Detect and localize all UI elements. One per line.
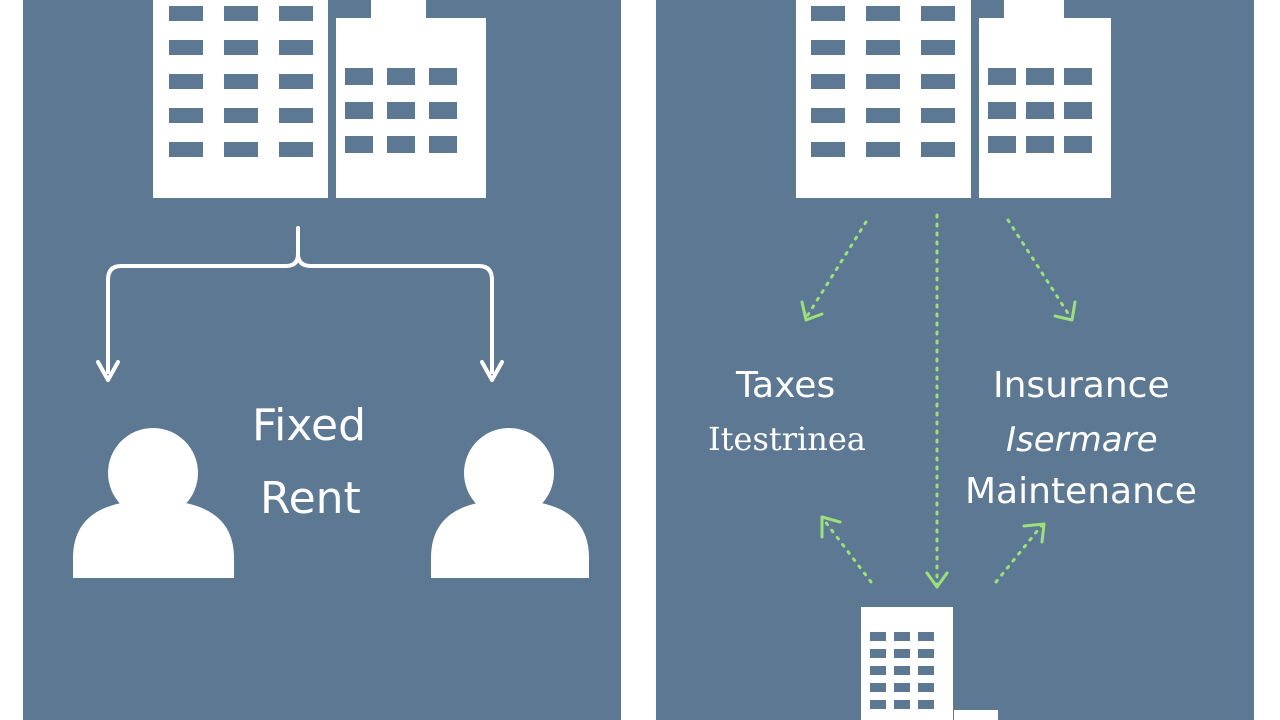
- building-window: [811, 6, 845, 21]
- building-window: [811, 108, 845, 123]
- left-panel-graphics: [73, 0, 589, 578]
- building-window: [894, 683, 910, 692]
- building-window: [387, 136, 415, 153]
- taxes-label: Taxes: [736, 365, 836, 406]
- person-icon: [431, 428, 589, 578]
- building-window: [921, 40, 955, 55]
- arrow-from-taxes: [822, 518, 873, 584]
- building-window: [918, 666, 934, 675]
- person-icon: [73, 428, 234, 578]
- building-window: [918, 700, 934, 709]
- taxes-sublabel: Itestrinea: [708, 420, 866, 458]
- arrow-to-insurance: [1006, 218, 1073, 320]
- fixed-label: Fixed: [252, 400, 367, 451]
- arrow-heads: [800, 300, 1077, 589]
- right-panel-graphics: [796, 0, 1111, 720]
- building-window: [279, 142, 313, 157]
- building-window: [894, 666, 910, 675]
- building-window: [866, 40, 900, 55]
- building-window: [918, 683, 934, 692]
- building-window: [811, 142, 845, 157]
- building-window: [1064, 136, 1092, 153]
- building-icon: [796, 0, 1111, 198]
- building-window: [345, 102, 373, 119]
- building-window: [921, 6, 955, 21]
- right-panel: Taxes Itestrinea Insurance Isermare Main…: [656, 0, 1254, 720]
- building-window: [866, 74, 900, 89]
- building-window: [1026, 136, 1054, 153]
- bracket-connector: [96, 226, 504, 382]
- building-window: [988, 68, 1016, 85]
- building-window: [1064, 68, 1092, 85]
- left-building-windows: [169, 6, 457, 157]
- building-window: [224, 74, 258, 89]
- building-window: [279, 108, 313, 123]
- building-window: [279, 6, 313, 21]
- building-window: [918, 632, 934, 641]
- building-window: [224, 6, 258, 21]
- building-window: [169, 108, 203, 123]
- arrow-from-maintenance: [994, 523, 1044, 584]
- building-window: [811, 40, 845, 55]
- building-window: [918, 649, 934, 658]
- building-window: [279, 40, 313, 55]
- building-window: [811, 74, 845, 89]
- building-window: [1026, 102, 1054, 119]
- building-window: [345, 136, 373, 153]
- small-building-icon: [861, 607, 998, 720]
- building-window: [169, 40, 203, 55]
- building-window: [894, 700, 910, 709]
- building-window: [866, 6, 900, 21]
- building-window: [1026, 68, 1054, 85]
- insurance-label: Insurance: [993, 365, 1170, 406]
- building-window: [870, 666, 886, 675]
- building-window: [429, 68, 457, 85]
- rent-label: Rent: [260, 473, 361, 524]
- dotted-arrows: [804, 213, 1073, 587]
- building-window: [387, 102, 415, 119]
- building-window: [988, 102, 1016, 119]
- building-window: [224, 142, 258, 157]
- building-window: [870, 632, 886, 641]
- building-window: [988, 136, 1016, 153]
- building-window: [921, 74, 955, 89]
- left-panel: Fixed Rent: [23, 0, 621, 720]
- building-window: [429, 136, 457, 153]
- building-icon: [153, 0, 486, 198]
- building-window: [894, 649, 910, 658]
- building-window: [345, 68, 373, 85]
- arrow-to-taxes: [804, 220, 868, 320]
- building-window: [1064, 102, 1092, 119]
- insurance-sublabel: Isermare: [1006, 420, 1158, 460]
- building-window: [866, 108, 900, 123]
- building-window: [224, 40, 258, 55]
- building-window: [921, 108, 955, 123]
- right-building-windows: [811, 6, 1092, 157]
- building-window: [279, 74, 313, 89]
- building-window: [866, 142, 900, 157]
- building-window: [169, 6, 203, 21]
- building-window: [870, 700, 886, 709]
- building-window: [224, 108, 258, 123]
- building-window: [894, 632, 910, 641]
- building-window: [429, 102, 457, 119]
- maintenance-label: Maintenance: [965, 471, 1197, 512]
- building-window: [387, 68, 415, 85]
- building-window: [169, 142, 203, 157]
- building-window: [870, 649, 886, 658]
- building-window: [169, 74, 203, 89]
- building-window: [870, 683, 886, 692]
- building-window: [921, 142, 955, 157]
- small-building-windows: [870, 632, 934, 709]
